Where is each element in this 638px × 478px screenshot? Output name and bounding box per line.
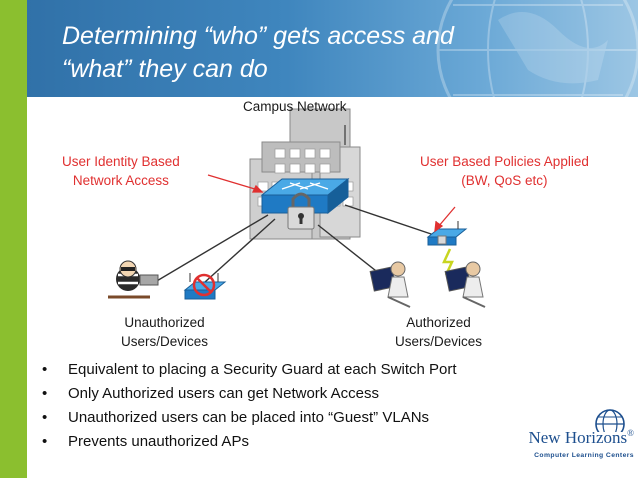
slide-title: Determining “who” gets access and “what”… xyxy=(62,20,602,86)
registered-mark: ® xyxy=(627,428,634,438)
switch-icon xyxy=(260,177,350,215)
user-identity-callout: User Identity Based Network Access xyxy=(62,152,180,190)
hacker-user-icon xyxy=(108,260,159,299)
bullet-list: • Equivalent to placing a Security Guard … xyxy=(42,358,457,454)
logo-tagline: Computer Learning Centers xyxy=(534,452,634,459)
logo-globe-icon xyxy=(595,409,625,432)
bullet-item: • Only Authorized users can get Network A… xyxy=(42,382,457,406)
padlock-icon xyxy=(287,192,315,230)
user-policies-callout: User Based Policies Applied (BW, QoS etc… xyxy=(420,152,589,190)
unauthorized-label-line-2: Users/Devices xyxy=(121,334,209,349)
callout-arrows xyxy=(207,174,456,233)
bullet-item: • Equivalent to placing a Security Guard … xyxy=(42,358,457,382)
bullet-icon: • xyxy=(42,385,48,402)
logo-wordmark: New Horizons® xyxy=(510,428,634,448)
bullet-icon: • xyxy=(42,409,48,426)
bullet-item: • Unauthorized users can be placed into “… xyxy=(42,406,457,430)
bullet-text: Only Authorized users can get Network Ac… xyxy=(68,385,379,402)
unauthorized-label: Unauthorized Users/Devices xyxy=(121,313,208,351)
unauthorized-label-line-1: Unauthorized xyxy=(124,315,205,330)
bullet-item: • Prevents unauthorized APs xyxy=(42,430,457,454)
network-diagram xyxy=(108,108,486,308)
user-identity-callout-line-2: Network Access xyxy=(72,173,169,188)
bullet-text: Prevents unauthorized APs xyxy=(68,433,249,450)
title-line-2: “what” they can do xyxy=(62,55,268,83)
campus-network-label: Campus Network xyxy=(243,99,347,114)
campus-building-icon xyxy=(249,108,361,240)
user-policies-callout-line-1: User Based Policies Applied xyxy=(420,154,589,169)
bullet-text: Equivalent to placing a Security Guard a… xyxy=(68,361,457,378)
authorized-user-icon-2 xyxy=(444,261,486,308)
logo-name-text: New Horizons xyxy=(528,428,628,447)
globe-watermark-icon xyxy=(436,0,638,97)
authorized-label-line-1: Authorized xyxy=(406,315,471,330)
title-banner: Determining “who” gets access and “what”… xyxy=(0,0,638,97)
authorized-label-line-2: Users/Devices xyxy=(395,334,483,349)
authorized-label: Authorized Users/Devices xyxy=(395,313,482,351)
user-policies-callout-line-2: (BW, QoS etc) xyxy=(461,173,548,188)
accent-bar xyxy=(0,0,27,478)
title-line-1: Determining “who” gets access and xyxy=(62,22,454,50)
rogue-access-point-icon xyxy=(183,273,227,300)
wireless-link-icon xyxy=(442,248,454,276)
bullet-icon: • xyxy=(42,361,48,378)
company-logo: New Horizons® Computer Learning Centers xyxy=(510,408,634,470)
user-identity-callout-line-1: User Identity Based xyxy=(62,154,180,169)
authorized-user-icon-1 xyxy=(369,261,411,308)
bullet-text: Unauthorized users can be placed into “G… xyxy=(68,409,430,426)
bullet-icon: • xyxy=(42,433,48,450)
access-point-icon xyxy=(426,221,468,246)
